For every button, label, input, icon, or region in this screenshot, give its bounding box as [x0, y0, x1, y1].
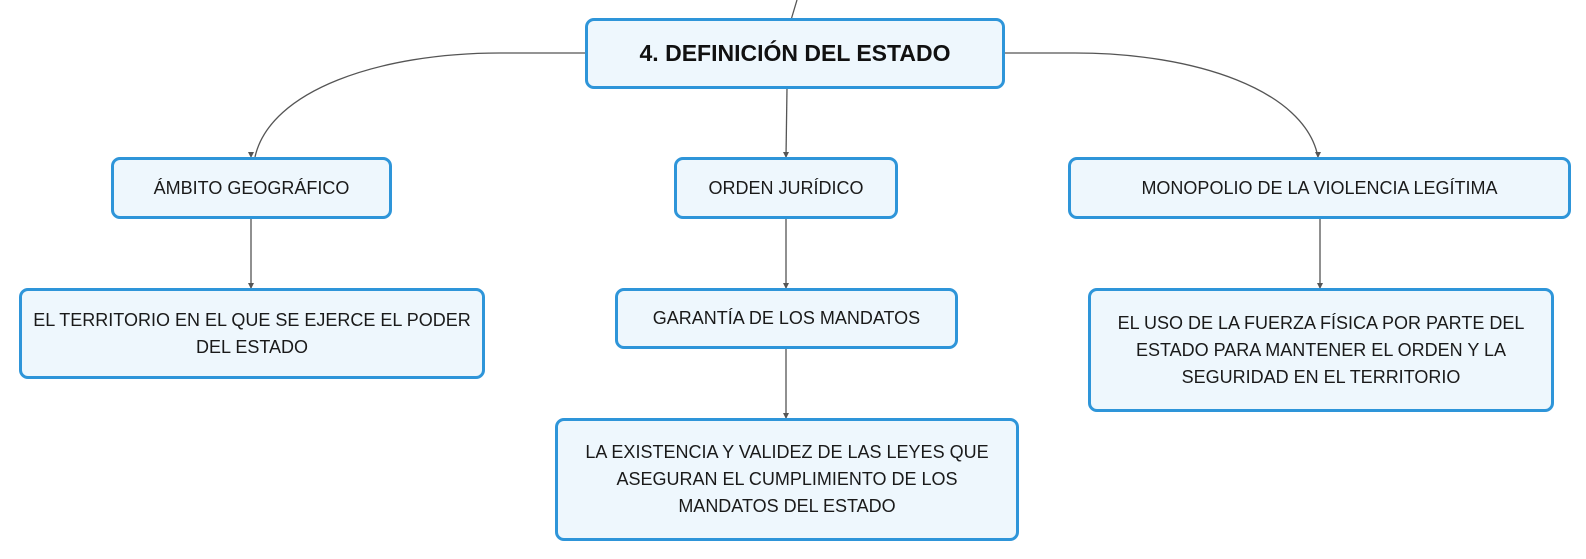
arrowhead-leyes	[783, 413, 789, 419]
leaf-node-garantia-mandatos[interactable]: GARANTÍA DE LOS MANDATOS	[615, 288, 958, 349]
leaf-node-label: LA EXISTENCIA Y VALIDEZ DE LAS LEYES QUE…	[585, 442, 989, 516]
leaf-node-label: EL TERRITORIO EN EL QUE SE EJERCE EL POD…	[33, 309, 471, 357]
connector-root-to-orden	[785, 87, 788, 158]
arrowhead-fuerza	[1317, 283, 1323, 289]
arrowhead-orden	[783, 152, 789, 158]
branch-node-monopolio-violencia[interactable]: MONOPOLIO DE LA VIOLENCIA LEGÍTIMA	[1068, 157, 1571, 219]
connector-root-to-ambito	[254, 52, 585, 158]
leaf-node-existencia-leyes[interactable]: LA EXISTENCIA Y VALIDEZ DE LAS LEYES QUE…	[555, 418, 1019, 541]
arrowhead-monopolio	[1315, 152, 1321, 158]
arrowhead-garantia	[783, 283, 789, 289]
branch-node-label: ÁMBITO GEOGRÁFICO	[153, 177, 350, 198]
branch-node-label: MONOPOLIO DE LA VIOLENCIA LEGÍTIMA	[1141, 177, 1498, 198]
root-node[interactable]: 4. DEFINICIÓN DEL ESTADO	[585, 18, 1005, 89]
branch-node-ambito-geografico[interactable]: ÁMBITO GEOGRÁFICO	[111, 157, 392, 219]
leaf-node-label: EL USO DE LA FUERZA FÍSICA POR PARTE DEL…	[1117, 312, 1525, 387]
leaf-node-territorio[interactable]: EL TERRITORIO EN EL QUE SE EJERCE EL POD…	[19, 288, 485, 379]
arrowhead-ambito	[248, 152, 254, 158]
leaf-node-uso-fuerza[interactable]: EL USO DE LA FUERZA FÍSICA POR PARTE DEL…	[1088, 288, 1554, 412]
root-node-label: 4. DEFINICIÓN DEL ESTADO	[639, 40, 951, 66]
connector-incoming-root	[790, 0, 798, 21]
leaf-node-label: GARANTÍA DE LOS MANDATOS	[652, 308, 921, 328]
connector-root-to-monopolio	[1004, 52, 1319, 158]
branch-node-orden-juridico[interactable]: ORDEN JURÍDICO	[674, 157, 898, 219]
arrowhead-territorio	[248, 283, 254, 289]
branch-node-label: ORDEN JURÍDICO	[708, 177, 864, 198]
